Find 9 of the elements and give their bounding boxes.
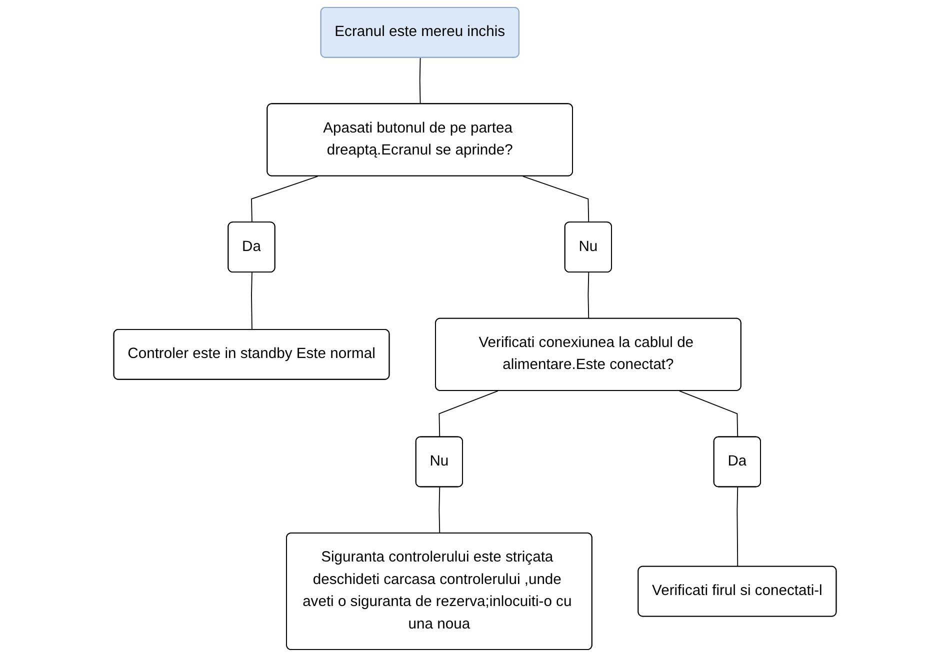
connector	[736, 486, 738, 568]
connector	[419, 57, 421, 105]
connector	[588, 272, 590, 320]
connector	[438, 390, 498, 438]
connector	[678, 390, 738, 438]
connector	[251, 272, 252, 330]
connector	[251, 176, 318, 223]
connector	[522, 176, 590, 223]
connector	[438, 486, 440, 534]
